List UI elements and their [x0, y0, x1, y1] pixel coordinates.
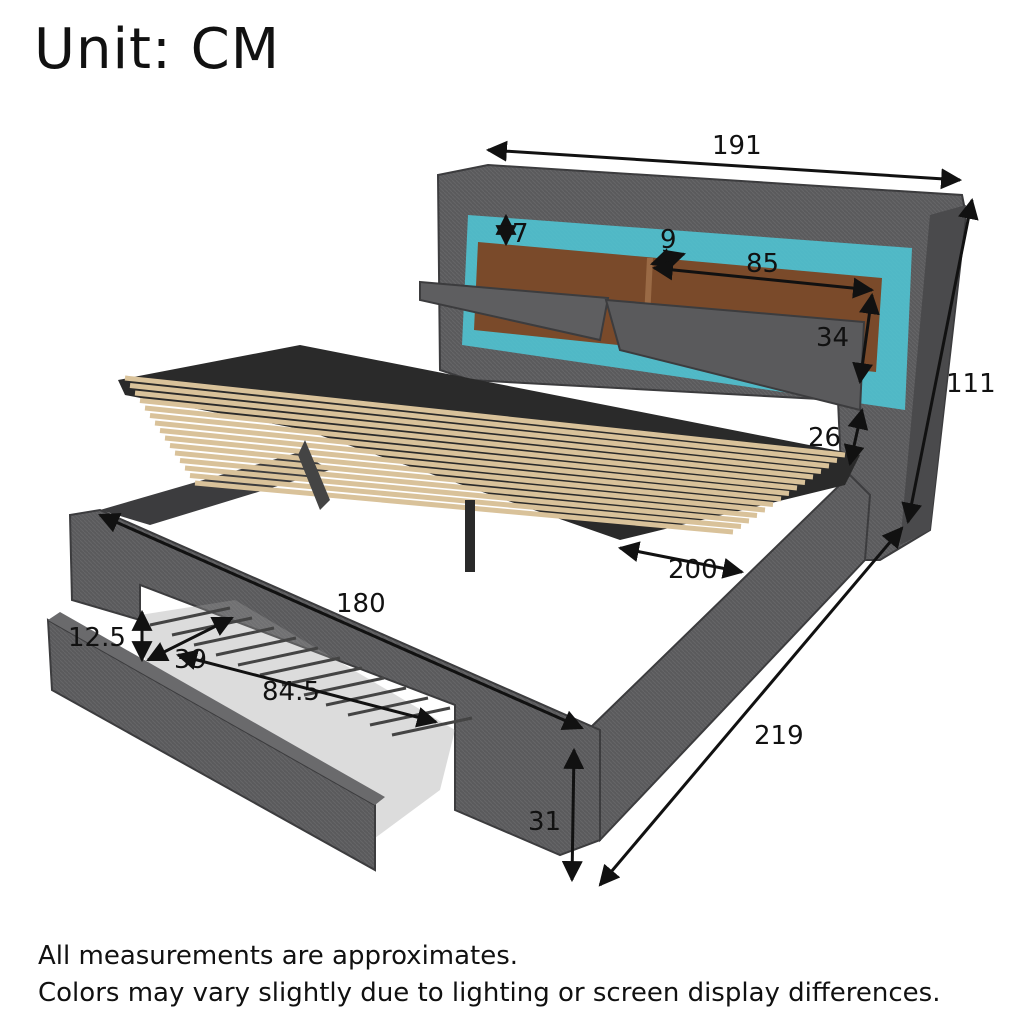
label-bed-width: 180: [336, 589, 386, 619]
bed-slat: [174, 450, 766, 513]
arrow-frame-height: [561, 747, 585, 883]
unit-title: Unit: CM: [34, 17, 281, 82]
label-total-height: 111: [946, 369, 996, 399]
label-drawer-depth: 39: [174, 645, 207, 675]
bed-slat: [169, 443, 774, 507]
bed-slat: [139, 398, 822, 474]
note-colors: Colors may vary slightly due to lighting…: [38, 978, 941, 1008]
arrow-shelf-width: [651, 259, 875, 299]
slat-platform: [118, 345, 860, 572]
bed-slat: [149, 413, 806, 485]
label-drawer-width: 84.5: [262, 677, 320, 707]
arrow-headboard-width: [485, 140, 963, 190]
arrow-total-height: [901, 197, 979, 525]
bed-slat: [134, 390, 830, 469]
bed-slat: [184, 465, 750, 524]
label-shelf-lip: 7: [512, 219, 529, 249]
label-frame-height: 31: [528, 807, 561, 837]
bed-slat: [124, 375, 846, 458]
dimension-lines: [98, 140, 979, 887]
bed-slat: [159, 428, 790, 496]
label-shelf-width: 85: [746, 249, 779, 279]
arrow-headboard-gap: [843, 407, 869, 467]
label-headboard-width: 191: [712, 131, 762, 161]
bed-slat: [129, 383, 838, 463]
arrow-bed-width: [98, 513, 584, 730]
label-shelf-height: 34: [816, 323, 849, 353]
label-slat-length: 200: [668, 555, 718, 585]
bed-slat: [154, 420, 798, 491]
note-measurements: All measurements are approximates.: [38, 941, 519, 971]
bed-slat: [164, 435, 782, 502]
bed-slat: [179, 458, 758, 518]
arrow-shelf-height: [852, 292, 880, 385]
bed-slat: [194, 480, 734, 535]
dimension-labels: 191 111 7 9 85 34 26 200 180 219 31 12.5…: [68, 131, 996, 837]
label-shelf-divider: 9: [660, 225, 677, 255]
label-drawer-height: 12.5: [68, 623, 126, 653]
label-headboard-gap: 26: [808, 423, 841, 453]
label-total-length: 219: [754, 721, 804, 751]
arrow-total-length: [598, 526, 904, 887]
arrow-drawer-depth: [146, 616, 234, 662]
bed-slat: [144, 405, 814, 480]
disclaimer-notes: All measurements are approximates. Color…: [38, 938, 940, 1012]
arrow-drawer-width: [175, 649, 439, 728]
